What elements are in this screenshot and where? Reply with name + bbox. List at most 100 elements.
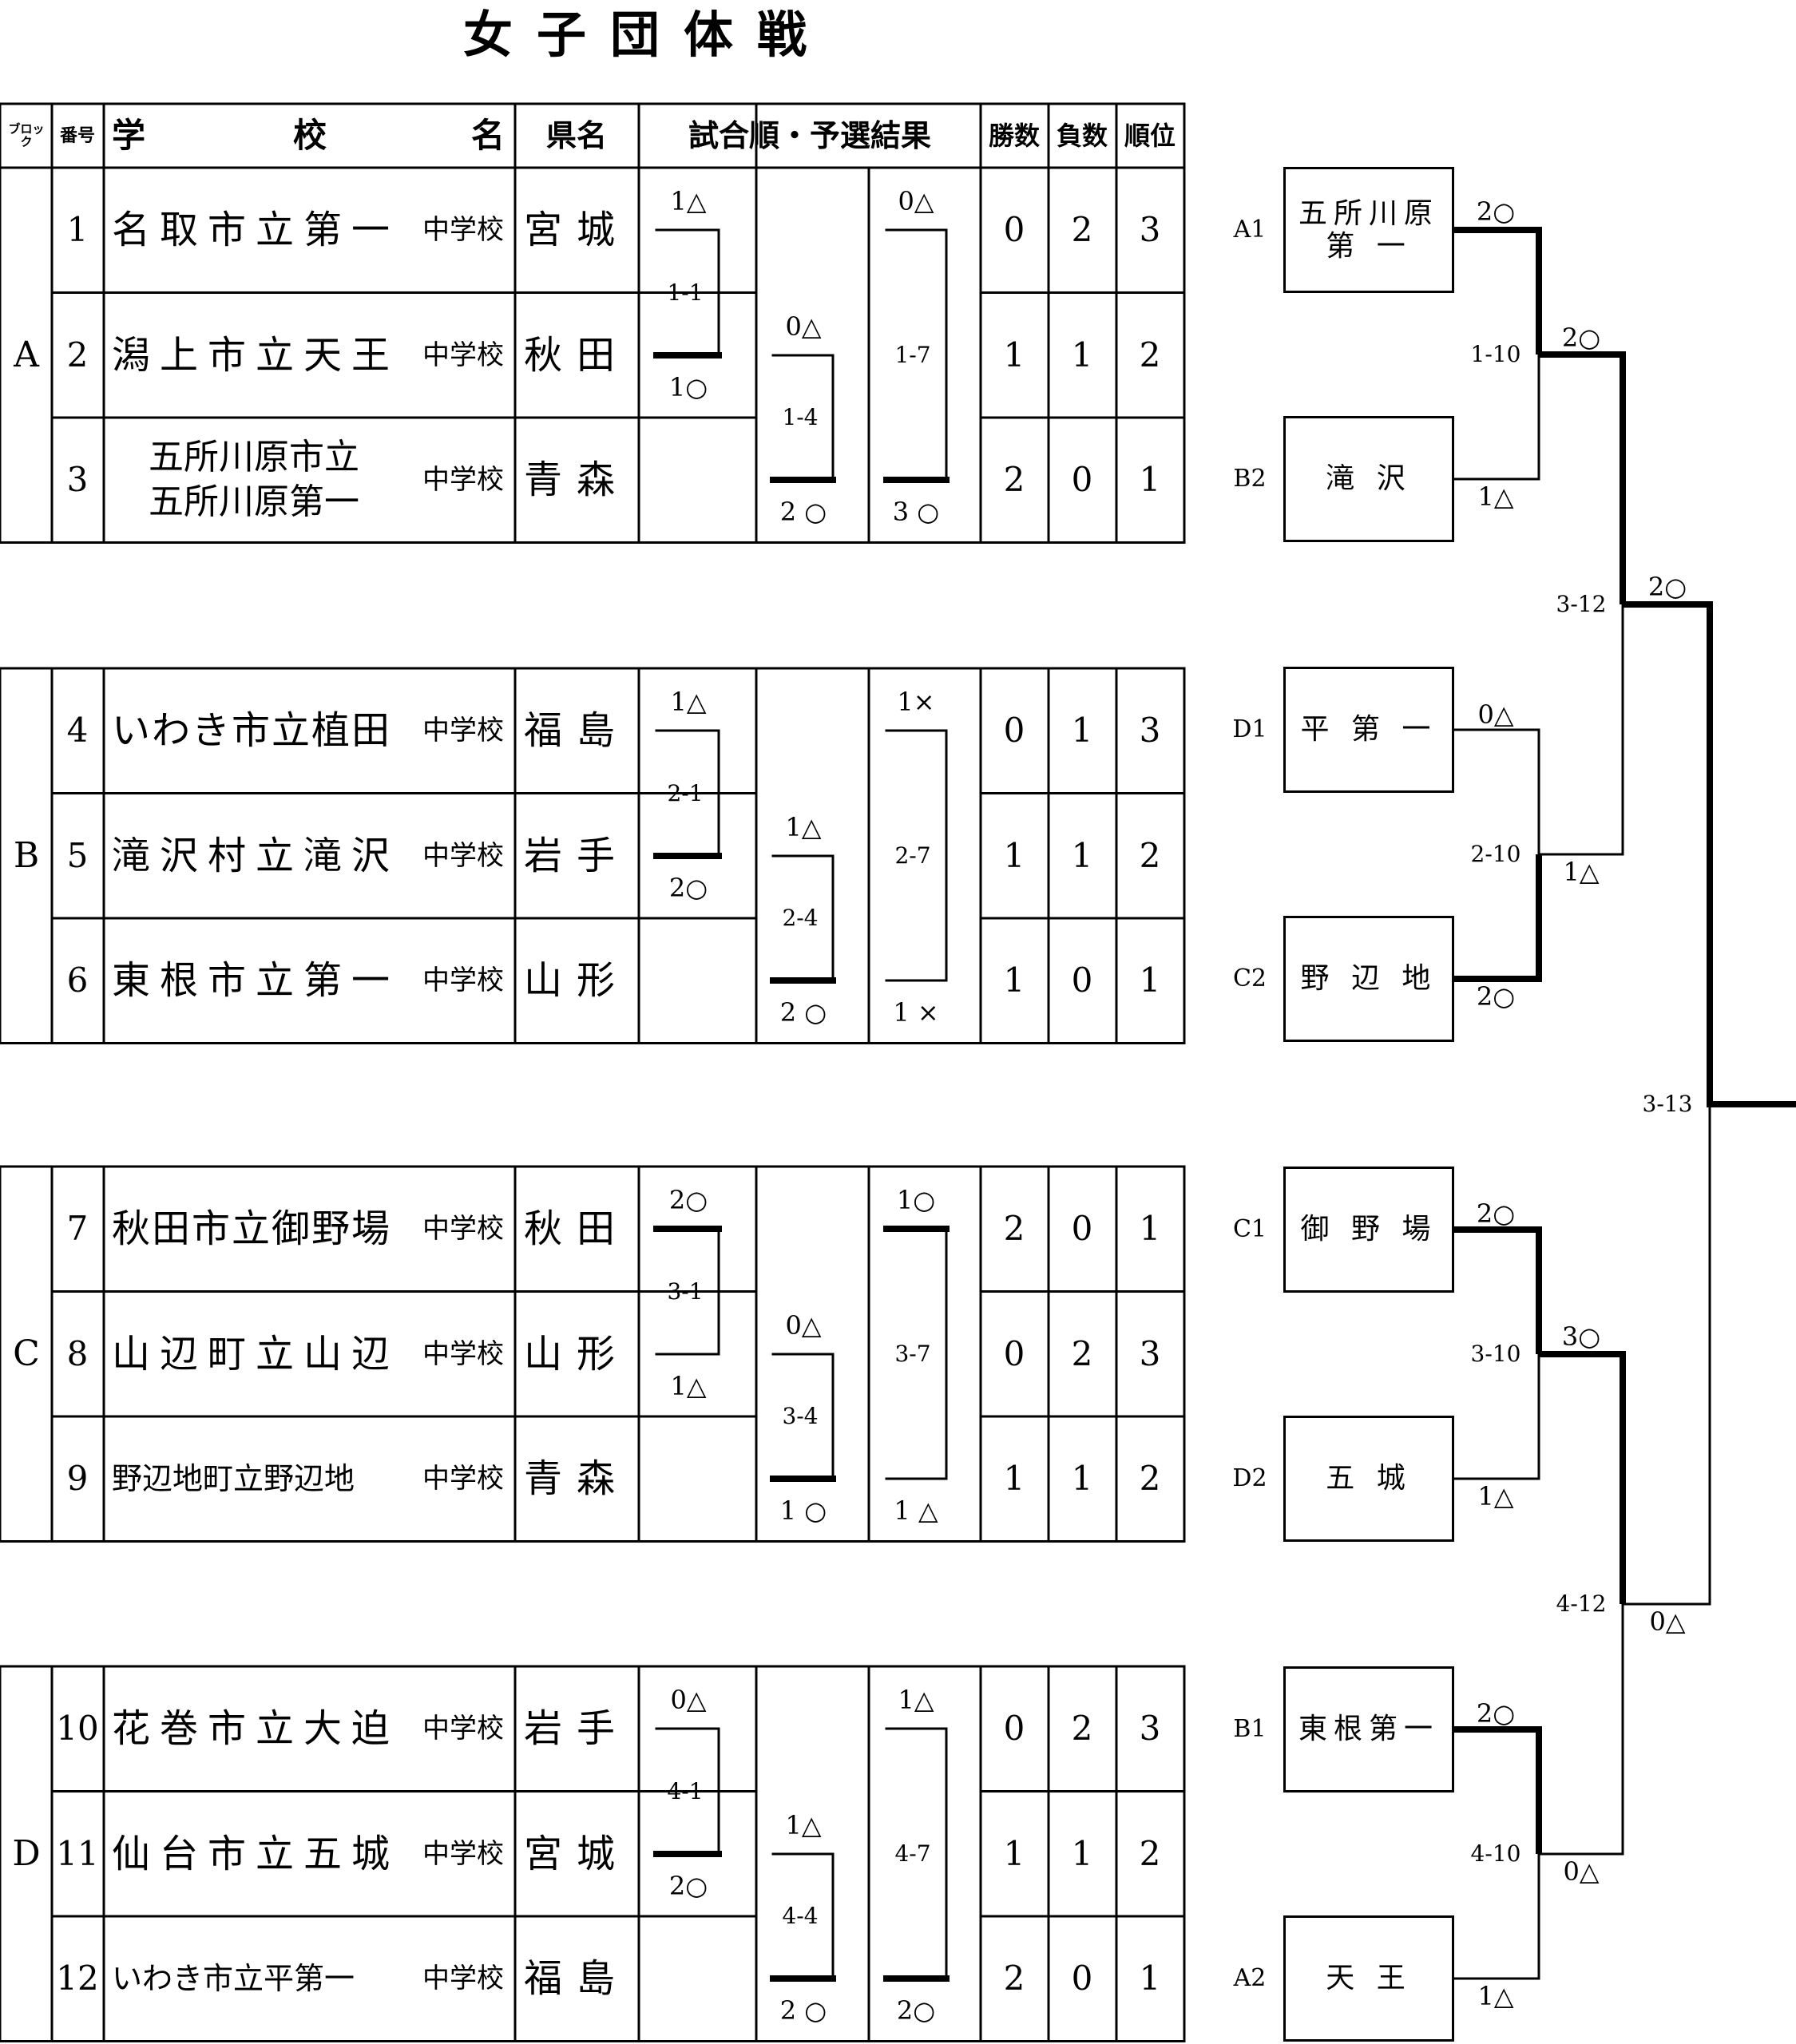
school-name: 滝沢村立滝沢 <box>112 833 400 878</box>
bracket-seed: C1 <box>1232 1215 1267 1243</box>
match-number: 3-7 <box>894 1340 931 1367</box>
team-number: 5 <box>66 835 89 875</box>
losses-count: 0 <box>1071 460 1093 500</box>
match-score-bottom: 1 ○ <box>779 1495 827 1526</box>
bracket-match-number: 4-10 <box>1470 1840 1521 1867</box>
team-number: 3 <box>66 460 89 500</box>
match-number: 1-1 <box>667 279 704 306</box>
header-number: 番号 <box>59 125 96 146</box>
wins-count: 2 <box>1003 1209 1025 1249</box>
team-number: 8 <box>66 1333 89 1373</box>
rank-value: 3 <box>1139 711 1161 751</box>
block-label: D <box>12 1832 41 1874</box>
school-suffix: 中学校 <box>422 464 504 497</box>
rank-value: 2 <box>1139 335 1161 374</box>
bracket-match-number: 3-10 <box>1470 1341 1521 1367</box>
match-score-bottom: 2○ <box>896 1995 936 2026</box>
wins-count: 2 <box>1003 460 1025 500</box>
bracket-match-score: 2○ <box>1647 572 1687 602</box>
page-title: 女子団体戦 <box>462 6 831 64</box>
rank-value: 3 <box>1139 210 1161 250</box>
school-suffix: 中学校 <box>422 1713 504 1745</box>
match-score-top: 1△ <box>785 812 822 842</box>
team-number: 1 <box>66 210 89 250</box>
school-name: 東根市立第一 <box>112 958 400 1004</box>
match-score-bottom: 3 ○ <box>892 497 940 527</box>
bracket-match-number: 3-13 <box>1642 1091 1693 1117</box>
match-number: 4-7 <box>894 1840 931 1867</box>
bracket-leg <box>1454 854 1542 982</box>
block-label: C <box>13 1333 40 1374</box>
block-frame-C <box>0 1165 1186 1543</box>
prefecture: 岩手 <box>523 833 630 878</box>
header-losses: 負数 <box>1056 121 1108 151</box>
bracket-seed-score: 2○ <box>1476 1698 1516 1729</box>
bracket-seed: B1 <box>1233 1715 1267 1743</box>
losses-count: 1 <box>1071 1459 1093 1499</box>
team-number: 11 <box>56 1833 99 1873</box>
school-name: 秋田市立御野場 <box>112 1206 392 1252</box>
prefecture: 福島 <box>523 1956 630 2002</box>
bracket-leg <box>1454 355 1540 481</box>
match-score-top: 0△ <box>898 186 934 216</box>
rank-value: 1 <box>1139 1959 1161 1998</box>
header-matches: 試合順・予選結果 <box>688 117 932 153</box>
bracket-seed: B2 <box>1233 465 1267 493</box>
team-number: 7 <box>66 1209 89 1249</box>
bracket-seed: D2 <box>1232 1464 1267 1492</box>
losses-count: 0 <box>1071 1959 1093 1998</box>
match-number: 2-4 <box>782 905 819 931</box>
losses-count: 0 <box>1071 961 1093 1000</box>
bracket-team-name: 滝 沢 <box>1326 462 1412 496</box>
school-suffix: 中学校 <box>422 339 504 371</box>
match-score-top: 1× <box>897 687 935 717</box>
match-score-top: 2○ <box>668 1185 708 1215</box>
match-score-bottom: 2○ <box>668 873 708 903</box>
wins-count: 0 <box>1003 210 1025 250</box>
school-name: 五所川原市立 <box>149 437 359 478</box>
bracket-team-box: 五 城 <box>1283 1416 1454 1542</box>
block-frame-D <box>0 1665 1186 2042</box>
bracket-leg-win <box>1454 1226 1542 1354</box>
rank-value: 2 <box>1139 1459 1161 1499</box>
block-label: A <box>14 334 39 375</box>
match-number: 2-7 <box>894 842 931 869</box>
bracket-match-score: 1△ <box>1563 857 1600 887</box>
prefecture: 福島 <box>523 708 630 754</box>
bracket-team-box: 天 王 <box>1283 1915 1454 2042</box>
wins-count: 0 <box>1003 1333 1025 1373</box>
bracket-seed-score: 2○ <box>1476 1198 1516 1229</box>
school-suffix: 中学校 <box>422 1463 504 1495</box>
match-score-bottom: 1 × <box>893 997 939 1028</box>
bracket-seed-score: 1△ <box>1477 1481 1514 1511</box>
rank-value: 2 <box>1139 835 1161 875</box>
match-score-bottom: 1○ <box>668 372 708 402</box>
header-pref: 県名 <box>545 117 608 153</box>
rank-value: 3 <box>1139 1709 1161 1749</box>
bracket-seed-score: 1△ <box>1477 1981 1514 2011</box>
bracket-seed-score: 2○ <box>1476 981 1516 1012</box>
bracket-team-box: 東根第一 <box>1283 1666 1454 1792</box>
block-frame-B <box>0 667 1186 1044</box>
bracket-team-name: 御 野 場 <box>1300 1213 1437 1246</box>
losses-count: 1 <box>1071 1833 1093 1873</box>
match-number: 4-1 <box>667 1777 704 1804</box>
bracket-match-score: 0△ <box>1563 1856 1600 1887</box>
prefecture: 秋田 <box>523 1206 630 1252</box>
bracket-leg <box>1454 227 1542 355</box>
school-suffix: 中学校 <box>422 965 504 997</box>
bracket-leg <box>1454 1854 1540 1980</box>
match-score-top: 0△ <box>785 311 822 342</box>
bracket-leg <box>1454 728 1540 854</box>
prefecture: 山形 <box>523 1331 630 1377</box>
losses-count: 1 <box>1071 335 1093 374</box>
bracket-seed-score: 2○ <box>1476 196 1516 227</box>
match-score-top: 1○ <box>896 1185 936 1215</box>
wins-count: 1 <box>1003 835 1025 875</box>
bracket-leg-win <box>1454 1726 1542 1854</box>
block-label: B <box>13 834 40 876</box>
school-name: 仙台市立五城 <box>112 1831 400 1876</box>
bracket-team-box: 野 辺 地 <box>1283 916 1454 1042</box>
team-number: 10 <box>56 1709 99 1749</box>
